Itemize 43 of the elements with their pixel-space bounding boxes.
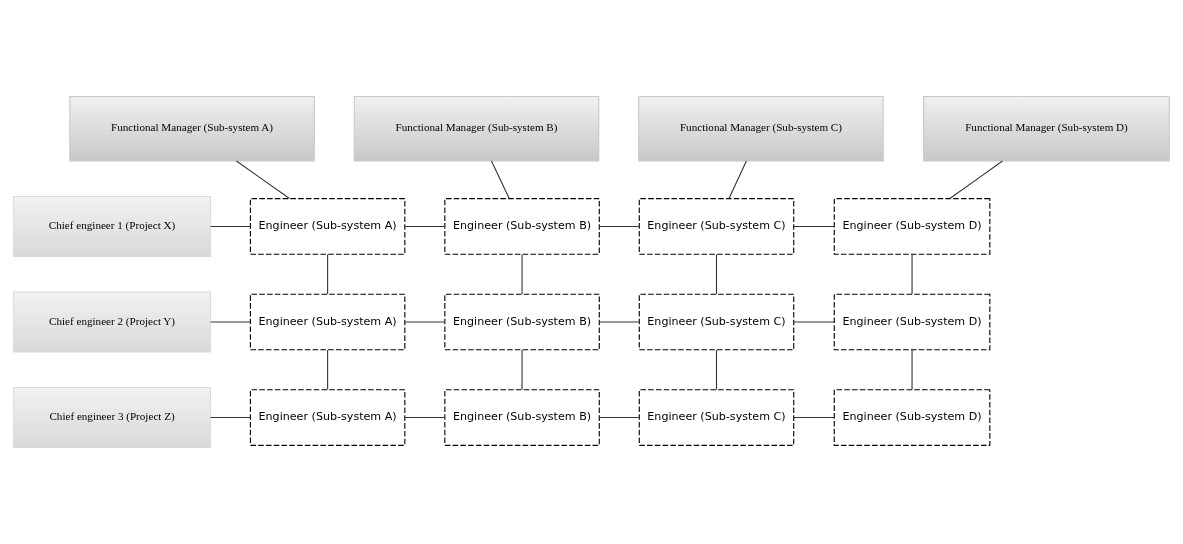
- connector: [210, 417, 251, 419]
- node-box: Engineer (Sub-system B): [444, 293, 600, 351]
- connector: [210, 225, 251, 227]
- node-box: Engineer (Sub-system B): [444, 198, 600, 255]
- node-box: Functional Manager (Sub-system D): [923, 95, 1170, 162]
- connector: [911, 349, 913, 391]
- connector: [210, 321, 251, 323]
- connector: [521, 254, 523, 295]
- connector: [949, 160, 1004, 200]
- node-box: Engineer (Sub-system D): [833, 389, 991, 446]
- connector: [404, 321, 445, 323]
- connector: [598, 321, 640, 323]
- node-box: Engineer (Sub-system D): [833, 293, 991, 351]
- connector: [728, 160, 747, 200]
- connector: [911, 254, 913, 295]
- connector: [490, 160, 510, 200]
- connector: [793, 417, 835, 419]
- connector: [404, 225, 445, 227]
- node-box: Chief engineer 1 (Project X): [13, 195, 211, 257]
- node-box: Engineer (Sub-system A): [249, 389, 406, 446]
- node-box: Engineer (Sub-system A): [249, 293, 406, 351]
- connector: [521, 349, 523, 391]
- node-box: Engineer (Sub-system A): [249, 198, 406, 255]
- connector: [235, 160, 291, 200]
- connector: [715, 349, 718, 391]
- node-box: Chief engineer 2 (Project Y): [13, 291, 211, 353]
- node-box: Engineer (Sub-system B): [444, 389, 600, 446]
- connector: [598, 225, 640, 227]
- node-box: Functional Manager (Sub-system C): [638, 95, 884, 162]
- node-box: Engineer (Sub-system C): [638, 389, 795, 446]
- connector: [404, 417, 445, 419]
- node-box: Functional Manager (Sub-system A): [69, 95, 315, 162]
- node-box: Engineer (Sub-system C): [638, 293, 795, 351]
- node-box: Engineer (Sub-system C): [638, 198, 795, 255]
- connector: [327, 349, 329, 391]
- node-box: Functional Manager (Sub-system B): [353, 95, 600, 162]
- connector: [793, 225, 835, 227]
- connector: [327, 254, 329, 295]
- node-box: Engineer (Sub-system D): [833, 198, 991, 255]
- connector: [793, 321, 835, 323]
- node-box: Chief engineer 3 (Project Z): [13, 387, 211, 449]
- connector: [598, 417, 640, 419]
- connector: [715, 254, 718, 295]
